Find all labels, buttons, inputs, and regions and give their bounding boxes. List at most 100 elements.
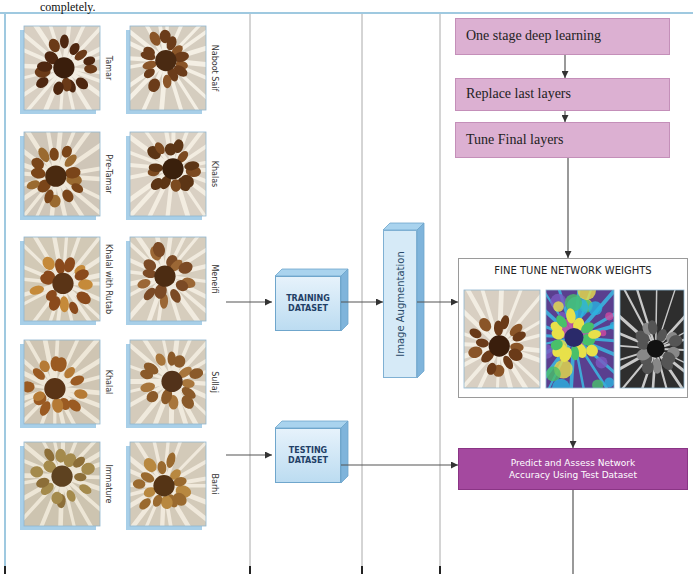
bunch-core — [52, 273, 73, 294]
date-fruit — [153, 352, 167, 368]
flow-arrow — [564, 55, 565, 78]
date-fruit — [35, 476, 51, 489]
heat-blob — [565, 294, 582, 311]
bunch-core — [161, 371, 182, 392]
date-fruit — [78, 279, 93, 290]
date-fruit — [42, 447, 56, 463]
box-depth-side — [341, 269, 348, 331]
heat-blob — [546, 367, 561, 382]
box-depth-side — [417, 223, 424, 378]
date-fruit — [148, 163, 163, 173]
bunch-core — [51, 466, 72, 487]
date-fruit — [549, 338, 564, 352]
date-fruit — [181, 378, 195, 388]
date-fruit — [477, 316, 494, 334]
photo-border — [24, 442, 100, 526]
bunch-core — [155, 50, 176, 71]
process-box: Image Augmentation — [383, 230, 417, 378]
date-fruit — [51, 397, 64, 414]
heat-blob — [604, 377, 614, 387]
step-box: One stage deep learning — [455, 18, 670, 55]
photo-border — [24, 132, 100, 216]
box-text: Predict and Assess Network Accuracy Usin… — [491, 457, 656, 481]
date-fruit — [153, 141, 167, 156]
photo — [130, 237, 206, 321]
strand — [656, 290, 684, 349]
photo-border — [24, 26, 100, 110]
photo — [130, 26, 206, 110]
date-fruit — [50, 491, 64, 505]
photo — [24, 132, 100, 216]
date-fruit — [468, 326, 483, 340]
result-box: Predict and Assess Network Accuracy Usin… — [458, 448, 688, 490]
date-fruit — [73, 267, 91, 282]
box-text: FINE TUNE NETWORK WEIGHTS — [494, 265, 651, 276]
category-label: Khalal with Rutab — [103, 244, 113, 314]
date-fruit — [511, 329, 528, 343]
photo-border — [464, 290, 540, 388]
bunch-core — [53, 57, 74, 78]
photo-border — [130, 132, 206, 216]
box-depth-top — [275, 421, 348, 428]
date-fruit — [177, 260, 195, 276]
photo-border — [130, 26, 206, 110]
category-label: Meneifi — [209, 264, 219, 293]
photo — [620, 290, 684, 388]
date-fruit — [24, 381, 35, 393]
bunch-core — [564, 328, 583, 347]
date-fruit — [64, 166, 81, 180]
date-fruit — [157, 460, 167, 474]
date-fruit — [59, 296, 69, 312]
photo-border — [130, 340, 206, 424]
date-fruit — [188, 366, 205, 380]
photo — [464, 290, 540, 388]
date-fruit — [73, 388, 88, 400]
divider-line — [250, 14, 251, 574]
date-fruit — [49, 147, 59, 161]
bunch-core — [153, 475, 174, 496]
box-text: Tune Final layers — [466, 132, 563, 149]
flow-arrow — [226, 454, 272, 455]
bunch-core — [647, 340, 665, 358]
date-fruit — [84, 64, 97, 74]
date-fruit — [146, 77, 162, 94]
heat-blob — [588, 301, 602, 315]
date-fruit — [40, 254, 57, 272]
bunch-core — [154, 266, 175, 287]
date-fruit — [74, 289, 93, 307]
heat-blob — [605, 312, 613, 320]
flow-arrow — [226, 301, 272, 302]
date-fruit — [29, 284, 46, 296]
divider-line — [440, 14, 441, 574]
date-fruit — [29, 465, 44, 478]
divider-line — [362, 14, 363, 574]
flow-line — [572, 490, 573, 574]
category-label: Immature — [103, 464, 113, 503]
date-fruit — [151, 241, 166, 259]
bunch-core — [489, 335, 510, 356]
photo — [130, 340, 206, 424]
date-fruit — [148, 176, 165, 193]
heat-blob — [610, 322, 614, 330]
bunch-core — [45, 165, 66, 186]
date-fruit — [170, 179, 182, 193]
strand — [620, 290, 656, 349]
date-fruit — [82, 55, 96, 66]
category-label: Naboot Saif — [209, 45, 219, 91]
date-fruit — [142, 45, 157, 59]
category-label: Pre-Tamar — [103, 154, 113, 193]
heat-blob — [577, 290, 595, 300]
date-fruit — [139, 381, 156, 393]
bunch-core — [162, 158, 183, 179]
date-fruit — [52, 80, 65, 96]
photo-border — [130, 237, 206, 321]
photo-border — [620, 290, 684, 388]
date-fruit — [165, 451, 177, 468]
flow-arrow — [567, 158, 568, 258]
category-label: Barhi — [209, 474, 219, 495]
box-text: One stage deep learning — [466, 28, 601, 45]
date-fruit — [160, 495, 174, 510]
flow-arrow — [417, 301, 458, 302]
heat-blob — [552, 379, 570, 388]
